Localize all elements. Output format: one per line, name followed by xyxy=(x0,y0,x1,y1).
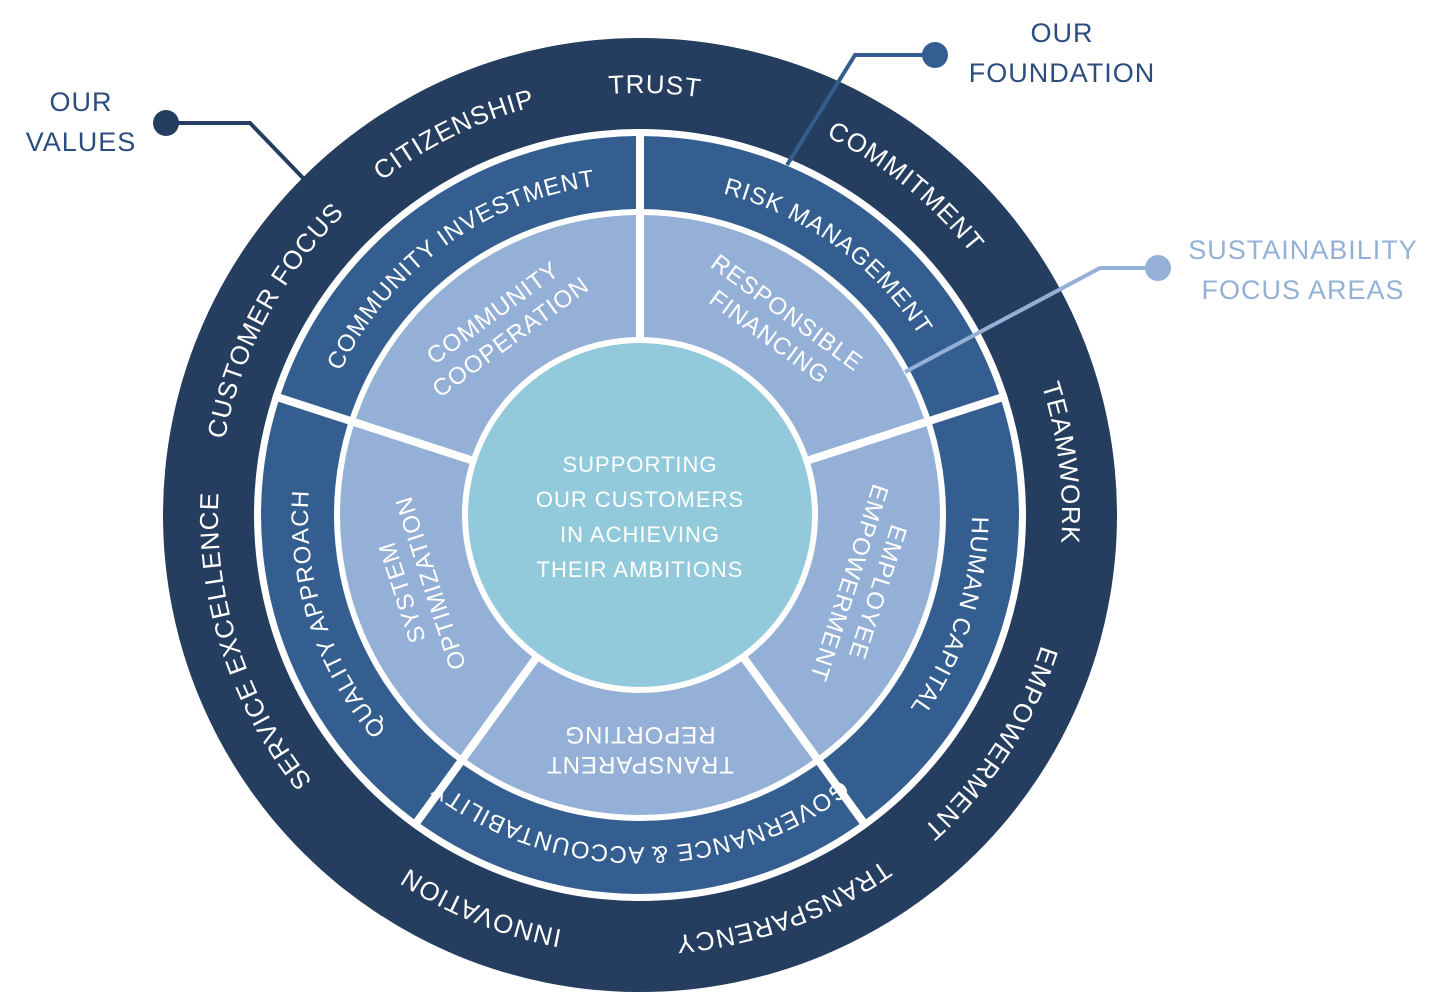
callout-line xyxy=(904,266,1158,374)
callout-dot xyxy=(922,42,948,68)
callout-text: FOCUS AREAS xyxy=(1201,275,1404,305)
callout-text: VALUES xyxy=(26,127,137,157)
focus-line: REPORTING xyxy=(564,721,715,748)
segment-divider xyxy=(271,391,480,467)
callout-dot xyxy=(1145,255,1171,281)
callout-text: SUSTAINABILITY xyxy=(1188,235,1418,265)
callout-our-values: OUR VALUES xyxy=(26,87,305,180)
center-line: THEIR AMBITIONS xyxy=(537,557,744,582)
callout-our-foundation: OUR FOUNDATION xyxy=(785,18,1156,167)
callout-sustainability-focus-areas: SUSTAINABILITY FOCUS AREAS xyxy=(904,235,1418,374)
center-line: OUR CUSTOMERS xyxy=(536,487,744,512)
callout-text: OUR xyxy=(1031,18,1094,48)
center-circle xyxy=(468,343,812,687)
callout-text: FOUNDATION xyxy=(969,58,1156,88)
callout-text: OUR xyxy=(50,87,113,117)
callout-line xyxy=(166,121,305,180)
focus-area-transparent-reporting: TRANSPARENT REPORTING xyxy=(546,721,734,778)
callout-dot xyxy=(153,110,179,136)
center-line: IN ACHIEVING xyxy=(560,522,720,547)
segment-dividers xyxy=(271,129,1009,830)
segment-divider xyxy=(736,650,871,830)
segment-divider xyxy=(409,650,544,830)
focus-line: TRANSPARENT xyxy=(546,751,734,778)
segment-divider xyxy=(800,391,1009,467)
value-label-trust: TRUST xyxy=(608,69,704,103)
center-statement: SUPPORTING OUR CUSTOMERS IN ACHIEVING TH… xyxy=(536,452,744,582)
center-line: SUPPORTING xyxy=(562,452,717,477)
callout-line xyxy=(785,53,935,167)
